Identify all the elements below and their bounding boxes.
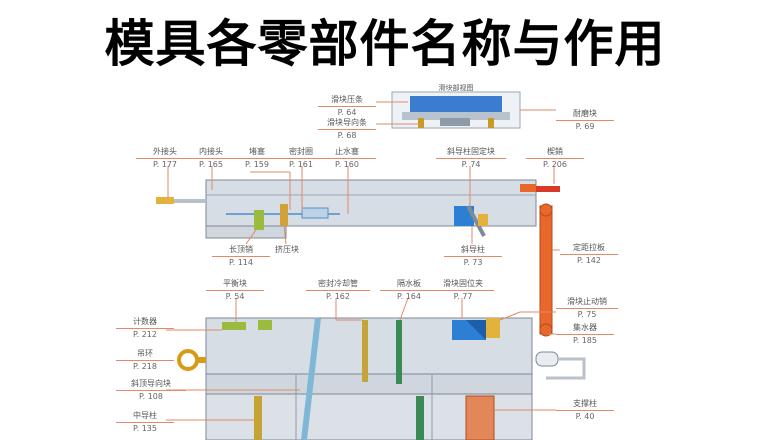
- cooling-tube-part: [362, 320, 368, 382]
- lifting-ring-part: [177, 349, 199, 371]
- slide-inset-view: 滑块部视图: [391, 83, 521, 129]
- support-pillar-part: [465, 395, 495, 440]
- long-pin-part: [254, 210, 264, 230]
- squeeze-block-part: [280, 204, 288, 226]
- water-collector-part: [535, 351, 559, 367]
- callout-squeeze-block: 挤压块: [275, 245, 299, 254]
- inset-label: 滑块部视图: [439, 83, 474, 92]
- distance-rod-part: [539, 205, 553, 335]
- page-title: 模具各零部件名称与作用: [104, 15, 666, 73]
